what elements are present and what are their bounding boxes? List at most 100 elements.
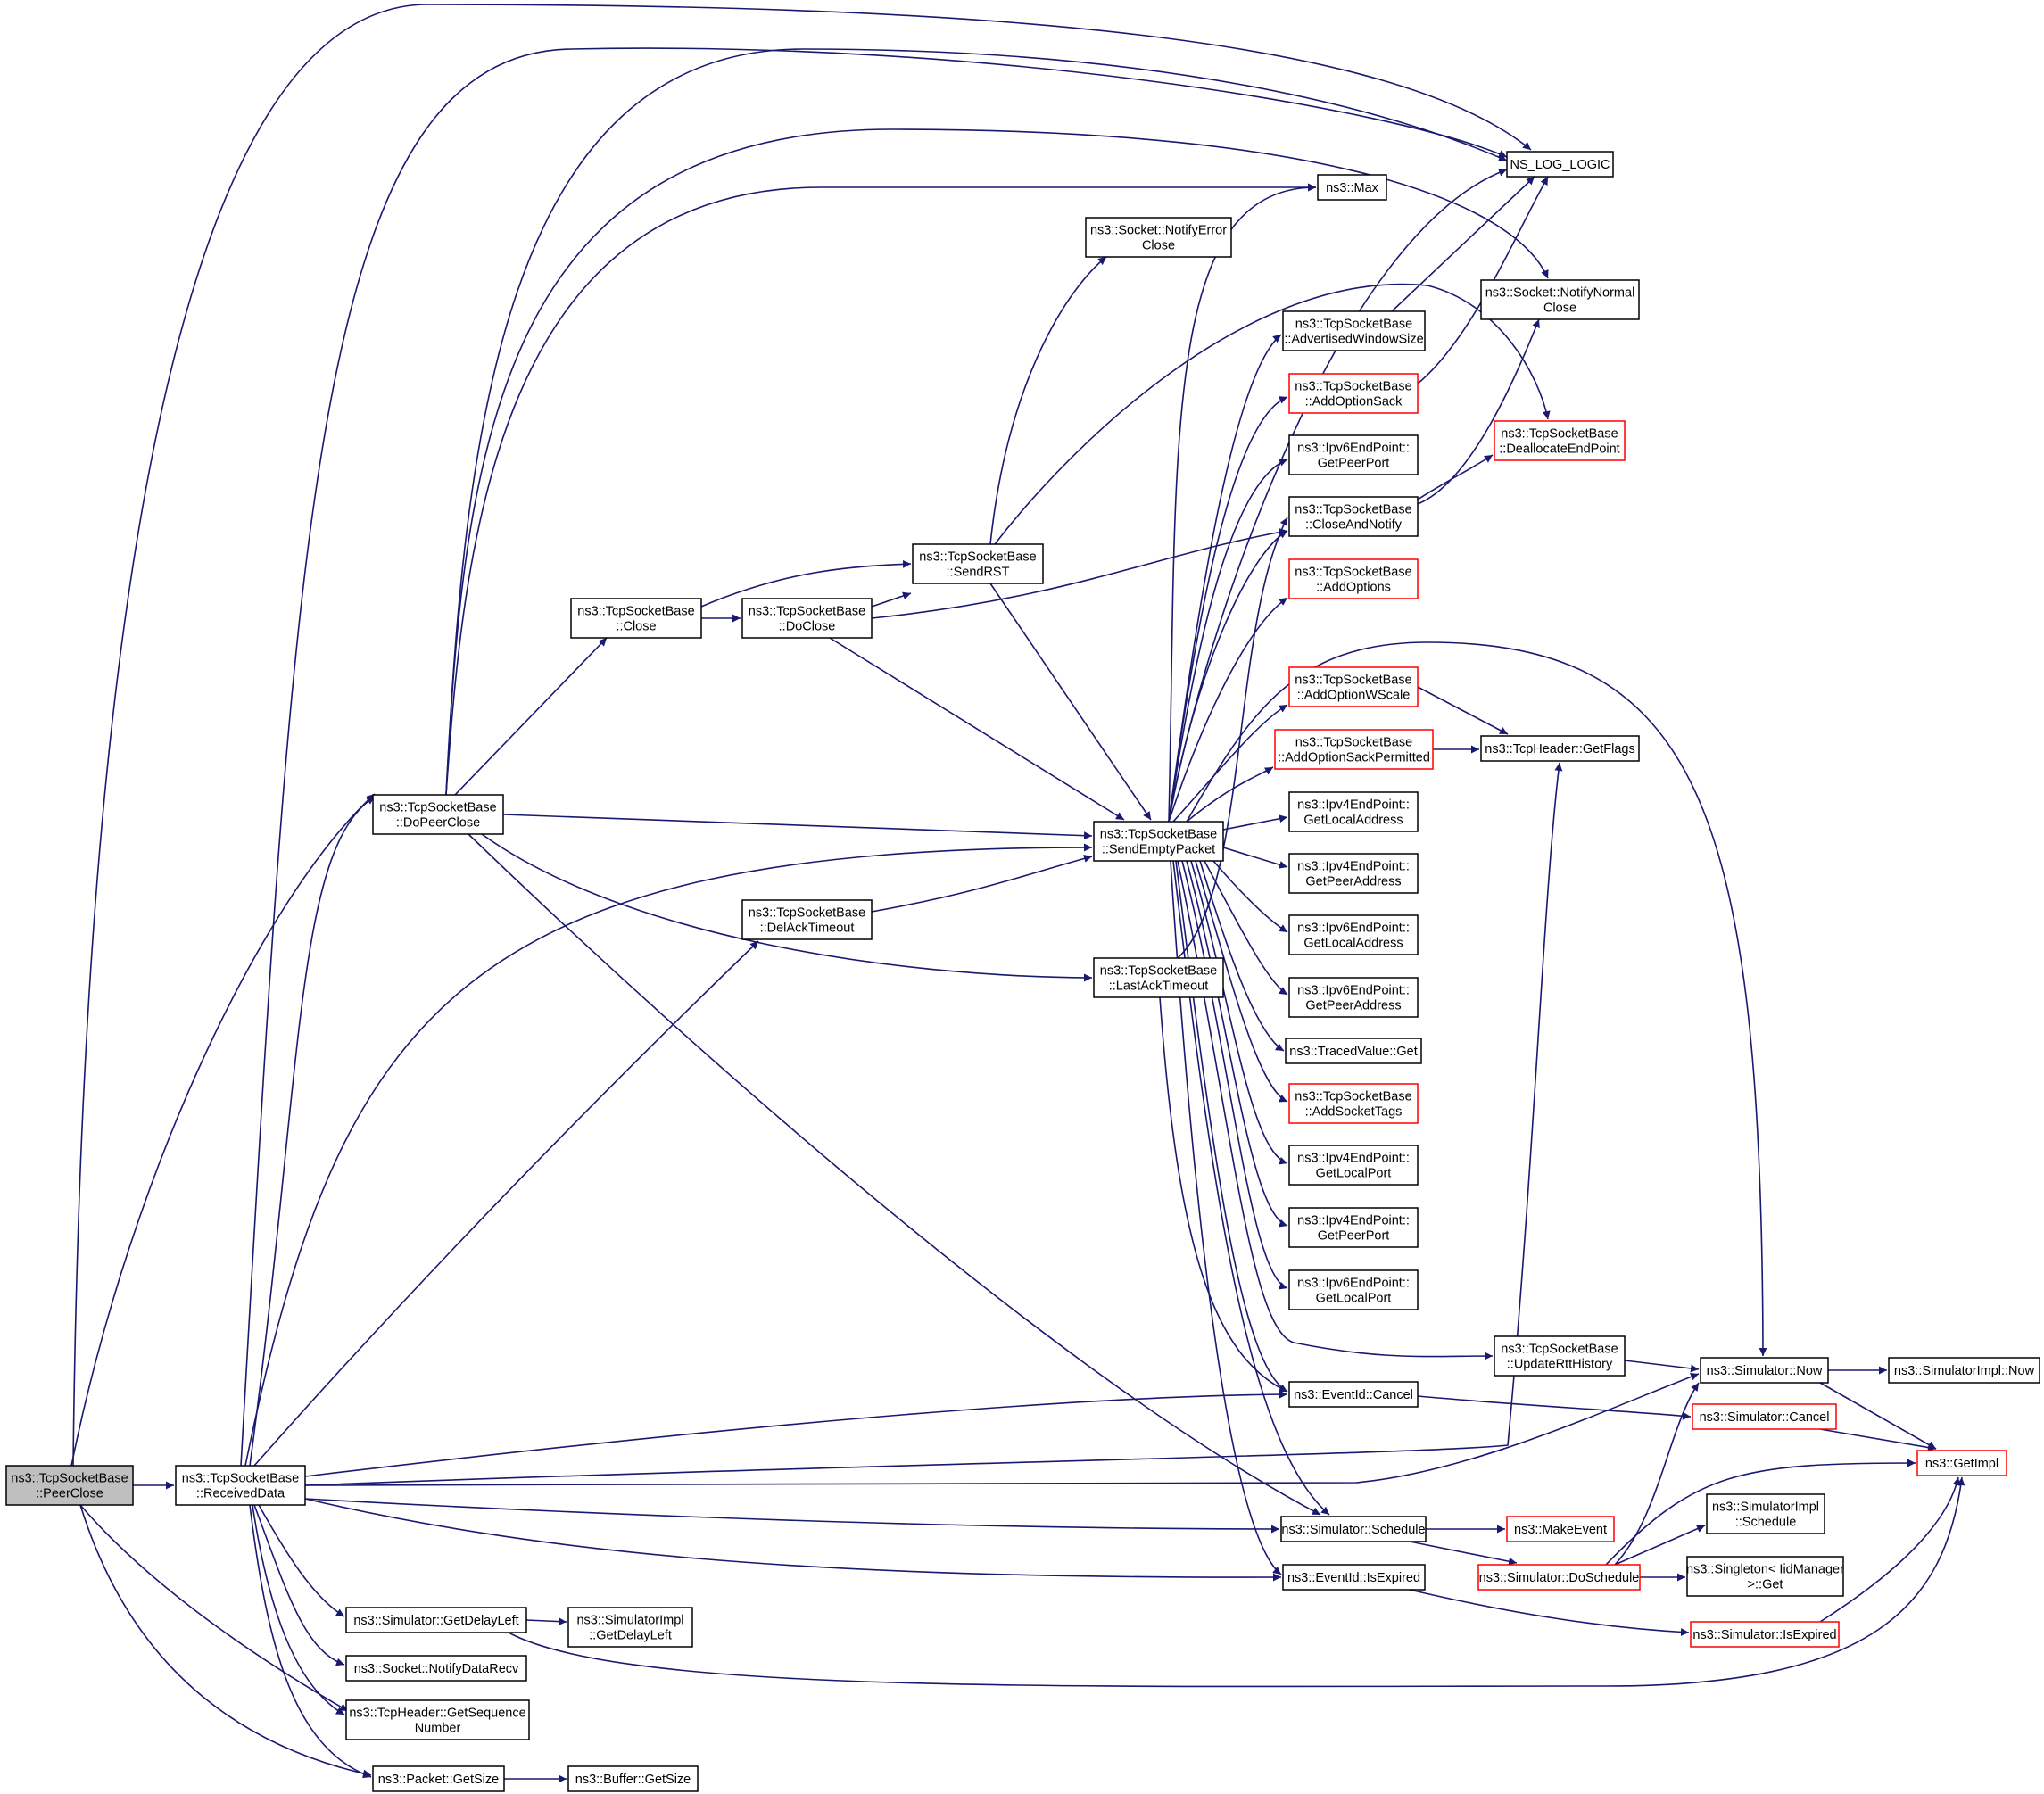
edge-closeNotify-to-notifyNormal bbox=[1417, 318, 1540, 505]
node-label: ns3::SimulatorImpl bbox=[1712, 1501, 1819, 1515]
node-label: ns3::Singleton< IidManager bbox=[1686, 1563, 1844, 1577]
node-label: GetLocalPort bbox=[1316, 1292, 1392, 1306]
node-implSchedule[interactable]: ns3::SimulatorImpl::Schedule bbox=[1706, 1493, 1825, 1534]
edge-sendEmpty-to-updateRtt bbox=[1177, 860, 1494, 1360]
node-box bbox=[372, 794, 504, 835]
node-label: ::Close bbox=[616, 620, 656, 634]
node-evExpired[interactable]: ns3::EventId::IsExpired bbox=[1282, 1564, 1426, 1591]
node-label: Close bbox=[1142, 239, 1175, 253]
node-implDelay[interactable]: ns3::SimulatorImpl::GetDelayLeft bbox=[567, 1607, 693, 1648]
node-addOptions[interactable]: ns3::TcpSocketBase::AddOptions bbox=[1288, 558, 1419, 599]
edge-closeNotify-to-dealloc bbox=[1417, 454, 1494, 500]
node-label: ns3::Ipv4EndPoint:: bbox=[1297, 1152, 1410, 1166]
node-box bbox=[1706, 1493, 1825, 1534]
edge-root-to-pktSize bbox=[79, 1504, 372, 1778]
node-bufSize[interactable]: ns3::Buffer::GetSize bbox=[567, 1765, 699, 1792]
node-getImpl[interactable]: ns3::GetImpl bbox=[1916, 1450, 2007, 1476]
edge-sendEmpty-to-advWin bbox=[1168, 334, 1282, 823]
node-label: GetLocalAddress bbox=[1303, 814, 1403, 828]
node-box bbox=[1480, 279, 1640, 320]
node-label: ns3::TcpSocketBase bbox=[1295, 674, 1411, 688]
node-label: ::AddOptionWScale bbox=[1297, 689, 1411, 703]
node-label: ns3::TcpSocketBase bbox=[1295, 1090, 1411, 1104]
node-sendRST[interactable]: ns3::TcpSocketBase::SendRST bbox=[912, 543, 1044, 584]
node-label: ns3::TcpHeader::GetFlags bbox=[1485, 742, 1634, 756]
node-ipv4PeerPort[interactable]: ns3::Ipv4EndPoint::GetPeerPort bbox=[1288, 1207, 1419, 1248]
node-addTags[interactable]: ns3::TcpSocketBase::AddSocketTags bbox=[1288, 1083, 1419, 1124]
node-lastAck[interactable]: ns3::TcpSocketBase::LastAckTimeout bbox=[1093, 957, 1224, 998]
node-ipv6PeerPort[interactable]: ns3::Ipv6EndPoint::GetPeerPort bbox=[1288, 434, 1419, 475]
node-evCancel[interactable]: ns3::EventId::Cancel bbox=[1288, 1381, 1419, 1408]
edge-doSchedule-to-getImpl bbox=[1605, 1459, 1916, 1566]
node-label: ns3::TcpSocketBase bbox=[749, 605, 865, 619]
node-updateRtt[interactable]: ns3::TcpSocketBase::UpdateRttHistory bbox=[1494, 1335, 1626, 1377]
node-getDelay[interactable]: ns3::Simulator::GetDelayLeft bbox=[345, 1607, 527, 1633]
edge-sendEmpty-to-addOptions bbox=[1168, 597, 1288, 823]
node-label: ns3::Ipv6EndPoint:: bbox=[1297, 1277, 1410, 1291]
node-label: ns3::TcpSocketBase bbox=[182, 1472, 299, 1486]
node-addSackPerm[interactable]: ns3::TcpSocketBase::AddOptionSackPermitt… bbox=[1274, 729, 1434, 770]
edge-sendEmpty-to-addTags bbox=[1195, 860, 1288, 1103]
node-ipv6LocalAddr[interactable]: ns3::Ipv6EndPoint::GetLocalAddress bbox=[1288, 914, 1419, 955]
node-box bbox=[1288, 1083, 1419, 1124]
edge-close-to-sendRST bbox=[700, 559, 912, 608]
node-ipv6LocalPort[interactable]: ns3::Ipv6EndPoint::GetLocalPort bbox=[1288, 1269, 1419, 1310]
node-box bbox=[1888, 1357, 2040, 1384]
node-label: Close bbox=[1543, 302, 1576, 316]
node-advWin[interactable]: ns3::TcpSocketBase::AdvertisedWindowSize bbox=[1282, 310, 1426, 351]
node-simNow[interactable]: ns3::Simulator::Now bbox=[1700, 1357, 1829, 1384]
edge-received-to-notifyRecv bbox=[253, 1504, 345, 1666]
node-ipv4LocalPort[interactable]: ns3::Ipv4EndPoint::GetLocalPort bbox=[1288, 1145, 1419, 1186]
node-tracedGet[interactable]: ns3::TracedValue::Get bbox=[1285, 1038, 1422, 1064]
node-sendEmpty[interactable]: ns3::TcpSocketBase::SendEmptyPacket bbox=[1093, 821, 1224, 862]
node-closeNotify[interactable]: ns3::TcpSocketBase::CloseAndNotify bbox=[1288, 496, 1419, 537]
node-nsLog[interactable]: NS_LOG_LOGIC bbox=[1506, 151, 1614, 178]
node-addSack[interactable]: ns3::TcpSocketBase::AddOptionSack bbox=[1288, 373, 1419, 414]
node-label: ::DelAckTimeout bbox=[760, 922, 855, 936]
node-notifyRecv[interactable]: ns3::Socket::NotifyDataRecv bbox=[345, 1655, 527, 1682]
node-dealloc[interactable]: ns3::TcpSocketBase::DeallocateEndPoint bbox=[1494, 420, 1626, 461]
node-label: ns3::EventId::Cancel bbox=[1294, 1388, 1413, 1402]
node-label: ns3::SimulatorImpl bbox=[576, 1614, 683, 1628]
node-simSchedule[interactable]: ns3::Simulator::Schedule bbox=[1280, 1516, 1427, 1542]
node-label: ns3::TcpSocketBase bbox=[11, 1472, 128, 1486]
node-simExpired[interactable]: ns3::Simulator::IsExpired bbox=[1690, 1621, 1840, 1648]
edge-sendEmpty-to-evExpired bbox=[1170, 860, 1282, 1575]
node-pktSize[interactable]: ns3::Packet::GetSize bbox=[372, 1765, 505, 1792]
edge-received-to-getFlags bbox=[304, 762, 1563, 1486]
node-box bbox=[345, 1699, 530, 1740]
edge-getDelay-to-implDelay bbox=[525, 1617, 567, 1626]
node-addWScale[interactable]: ns3::TcpSocketBase::AddOptionWScale bbox=[1288, 666, 1419, 707]
node-label: ns3::Ipv4EndPoint:: bbox=[1297, 798, 1410, 813]
node-box bbox=[741, 598, 873, 639]
edge-advWin-to-nsLog bbox=[1391, 176, 1535, 312]
node-ipv4LocalAddr[interactable]: ns3::Ipv4EndPoint::GetLocalAddress bbox=[1288, 791, 1419, 832]
node-received[interactable]: ns3::TcpSocketBase::ReceivedData bbox=[175, 1465, 306, 1506]
node-doClose[interactable]: ns3::TcpSocketBase::DoClose bbox=[741, 598, 873, 639]
edge-received-to-seqNum bbox=[252, 1504, 345, 1715]
node-getFlags[interactable]: ns3::TcpHeader::GetFlags bbox=[1480, 735, 1640, 762]
node-doSchedule[interactable]: ns3::Simulator::DoSchedule bbox=[1477, 1564, 1641, 1591]
node-box bbox=[1093, 957, 1224, 998]
node-label: GetPeerAddress bbox=[1305, 875, 1401, 889]
node-doPeerClose[interactable]: ns3::TcpSocketBase::DoPeerClose bbox=[372, 794, 504, 835]
node-label: ns3::TcpSocketBase bbox=[1295, 503, 1411, 517]
node-max[interactable]: ns3::Max bbox=[1317, 174, 1387, 201]
node-simCancel[interactable]: ns3::Simulator::Cancel bbox=[1692, 1403, 1837, 1430]
node-box bbox=[1916, 1450, 2007, 1476]
node-close[interactable]: ns3::TcpSocketBase::Close bbox=[570, 598, 702, 639]
node-singleton[interactable]: ns3::Singleton< IidManager>::Get bbox=[1686, 1556, 1844, 1597]
edge-doSchedule-to-implSchedule bbox=[1614, 1525, 1706, 1566]
node-makeEvent[interactable]: ns3::MakeEvent bbox=[1506, 1516, 1615, 1542]
node-ipv4PeerAddr[interactable]: ns3::Ipv4EndPoint::GetPeerAddress bbox=[1288, 853, 1419, 894]
node-implNow[interactable]: ns3::SimulatorImpl::Now bbox=[1888, 1357, 2040, 1384]
edge-evCancel-to-simCancel bbox=[1417, 1395, 1692, 1420]
node-root[interactable]: ns3::TcpSocketBase::PeerClose bbox=[5, 1465, 134, 1506]
node-box bbox=[345, 1607, 527, 1633]
call-edges bbox=[70, 4, 1965, 1783]
node-delAck[interactable]: ns3::TcpSocketBase::DelAckTimeout bbox=[741, 899, 873, 940]
node-ipv6PeerAddr[interactable]: ns3::Ipv6EndPoint::GetPeerAddress bbox=[1288, 977, 1419, 1018]
